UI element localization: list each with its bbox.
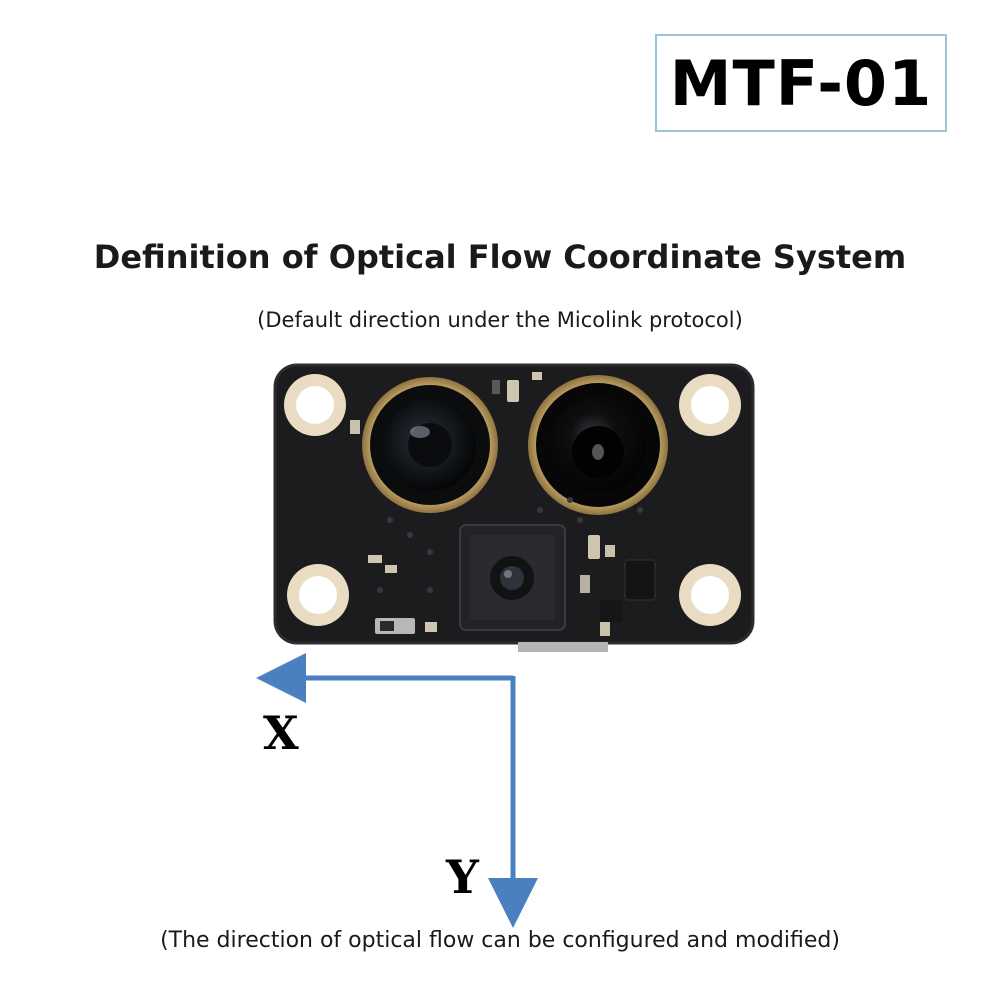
sensor-board-photo <box>270 360 760 660</box>
footnote: (The direction of optical flow can be co… <box>160 928 840 953</box>
x-axis-label: X <box>263 706 299 760</box>
sensor-board-illustration <box>273 363 755 652</box>
right-lens <box>528 375 668 515</box>
diagram-subtitle: (Default direction under the Micolink pr… <box>257 308 743 332</box>
diagram-title: Definition of Optical Flow Coordinate Sy… <box>93 238 907 276</box>
y-axis-label: Y <box>446 850 479 904</box>
left-lens <box>362 377 498 513</box>
optical-flow-sensor-chip <box>459 524 566 631</box>
mounting-holes <box>284 374 741 626</box>
model-label: MTF-01 <box>669 46 933 120</box>
model-label-box: MTF-01 <box>655 34 947 132</box>
